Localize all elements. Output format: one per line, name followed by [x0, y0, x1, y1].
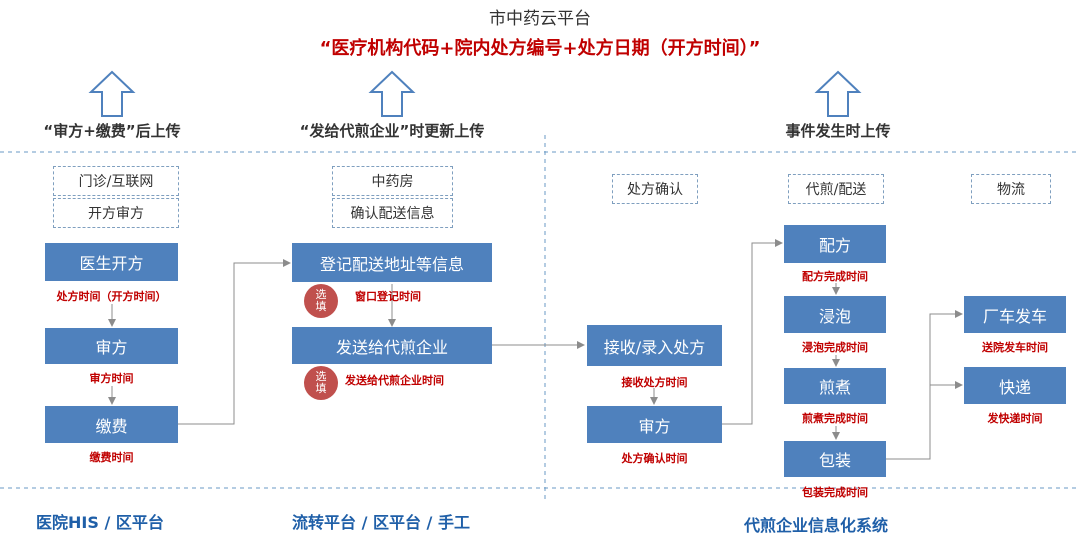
time-prescribe: 处方时间（开方时间） [56, 290, 167, 303]
upload-label-middle: “发给代煎企业”时更新上传 [299, 122, 485, 140]
upload-label-left: “审方+缴费”后上传 [43, 122, 181, 140]
node-factory-truck: 厂车发车 [964, 296, 1066, 333]
time-receive-prescription: 接收处方时间 [621, 376, 688, 389]
node-soak: 浸泡 [784, 296, 886, 333]
decoction-tag-process: 代煎/配送 [788, 174, 884, 204]
optional-badge-send: 选填 [304, 366, 338, 400]
node-express: 快递 [964, 367, 1066, 404]
time-send-to-decoction: 发送给代煎企业时间 [345, 374, 444, 387]
system-label-circulation: 流转平台 / 区平台 / 手工 [292, 513, 470, 532]
time-prescription-confirm: 处方确认时间 [621, 452, 688, 465]
time-truck-depart: 送院发车时间 [982, 341, 1048, 354]
pharmacy-tag-herbal: 中药房 [332, 166, 453, 196]
node-payment: 缴费 [45, 406, 178, 443]
decoction-tag-logistics: 物流 [971, 174, 1051, 204]
upload-arrow-right-icon [814, 70, 862, 117]
decoction-tag-confirm: 处方确认 [612, 174, 698, 204]
node-register-address: 登记配送地址等信息 [292, 243, 492, 282]
time-dispense: 配方完成时间 [802, 270, 868, 283]
platform-key-formula: “医疗机构代码+院内处方编号+处方日期（开方时间）” [319, 38, 761, 59]
platform-title: 市中药云平台 [489, 9, 591, 29]
hospital-tag-outpatient: 门诊/互联网 [53, 166, 179, 196]
system-label-hospital: 医院HIS / 区平台 [36, 513, 164, 532]
pharmacy-tag-confirm: 确认配送信息 [332, 198, 453, 228]
upload-label-right: 事件发生时上传 [785, 122, 891, 140]
node-decoct: 煎煮 [784, 368, 886, 404]
upload-arrow-left-icon [88, 70, 136, 117]
time-package: 包装完成时间 [802, 486, 868, 499]
node-send-to-decoction: 发送给代煎企业 [292, 327, 492, 364]
node-decoction-review: 审方 [587, 406, 722, 443]
time-window-register: 窗口登记时间 [355, 290, 421, 303]
hospital-tag-review: 开方审方 [53, 198, 179, 228]
node-receive-prescription: 接收/录入处方 [587, 325, 722, 366]
system-label-decoction: 代煎企业信息化系统 [744, 516, 889, 535]
time-soak: 浸泡完成时间 [802, 341, 868, 354]
node-review: 审方 [45, 328, 178, 364]
time-express: 发快递时间 [987, 412, 1043, 425]
upload-arrow-middle-icon [368, 70, 416, 117]
time-decoct: 煎煮完成时间 [802, 412, 868, 425]
time-payment: 缴费时间 [89, 451, 134, 464]
node-doctor-prescribe: 医生开方 [45, 243, 178, 281]
node-dispense: 配方 [784, 225, 886, 263]
node-package: 包装 [784, 441, 886, 477]
optional-badge-register: 选填 [304, 284, 338, 318]
time-review: 审方时间 [89, 372, 134, 385]
